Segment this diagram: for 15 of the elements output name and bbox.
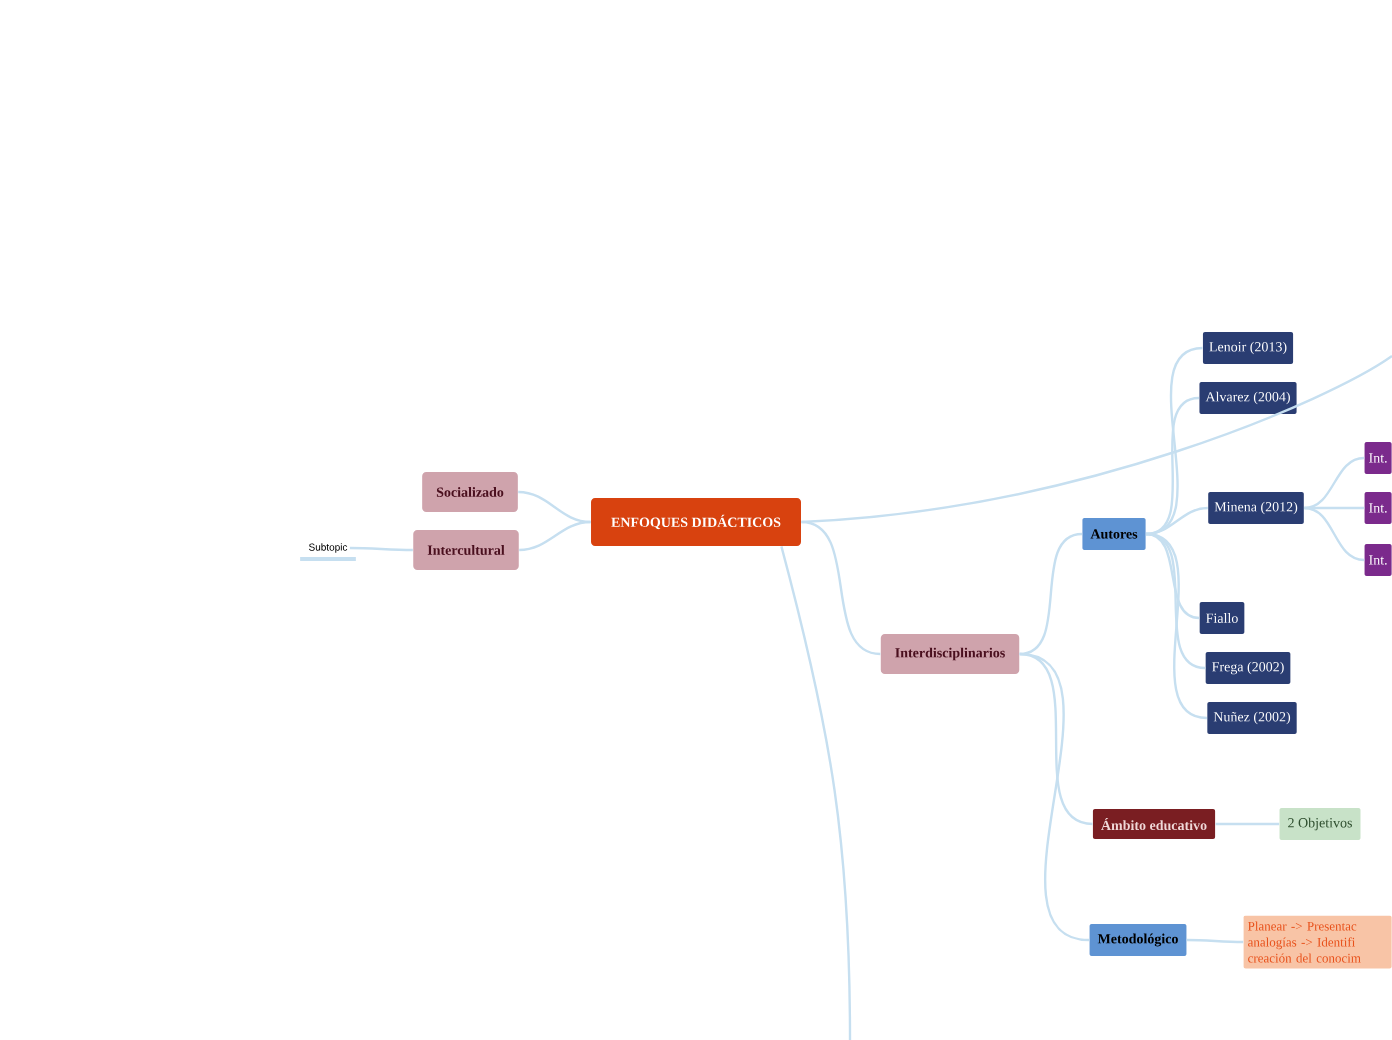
connector [1019,652,1090,942]
connector [518,490,591,524]
connector [1145,532,1200,620]
connector [519,520,591,552]
connector [1019,652,1093,826]
connector [1304,506,1365,510]
connector [801,354,1392,524]
connector [801,520,881,656]
connector [349,546,413,552]
connector [1215,822,1280,826]
connector [1186,938,1244,944]
connector [1019,532,1083,656]
connector [1145,506,1208,536]
connector [1145,532,1208,720]
connector [780,546,852,1040]
